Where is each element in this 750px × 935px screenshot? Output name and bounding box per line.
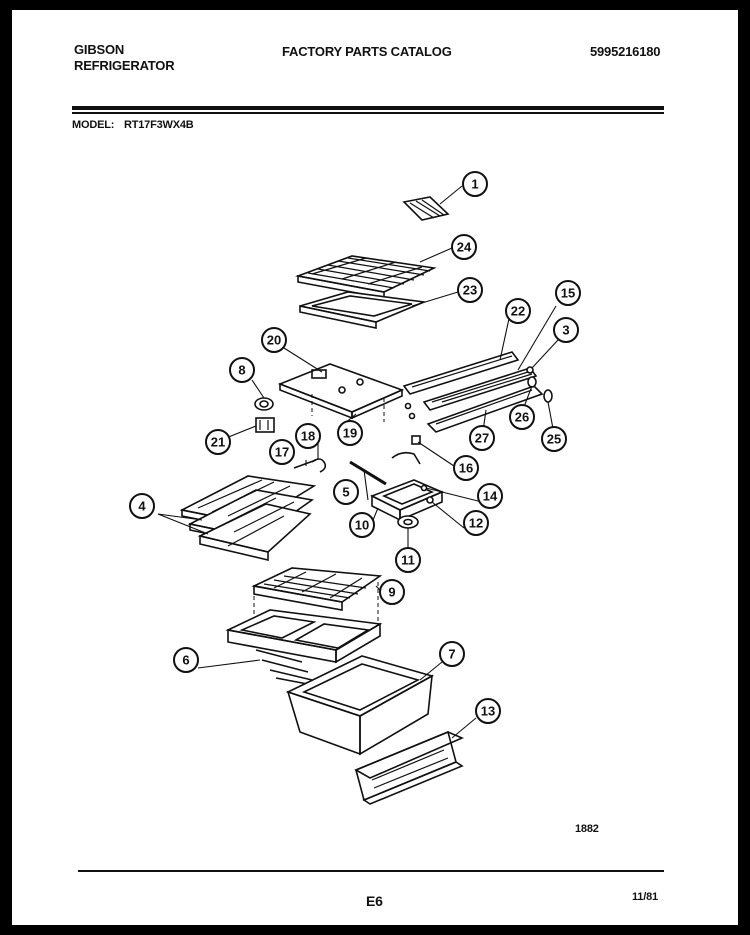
callout-15: 15 (555, 280, 581, 306)
callout-19: 19 (337, 420, 363, 446)
callout-22: 22 (505, 298, 531, 324)
part-6-crisper-frame (225, 609, 383, 687)
part-4-shelves (179, 475, 317, 562)
part-20-control-plate (277, 363, 405, 422)
callout-24: 24 (451, 234, 477, 260)
part-24-wire-shelf (295, 255, 437, 299)
callout-11: 11 (395, 547, 421, 573)
svg-text:22: 22 (511, 304, 525, 319)
svg-text:18: 18 (301, 429, 315, 444)
svg-text:17: 17 (275, 445, 289, 460)
svg-text:15: 15 (561, 286, 575, 301)
callout-12: 12 (463, 510, 489, 536)
page-code: E6 (366, 893, 383, 909)
svg-text:7: 7 (448, 647, 455, 662)
header-rule-thin (72, 112, 664, 114)
part-9-crisper-cover (251, 567, 383, 630)
screw-a (404, 402, 412, 410)
callout-26: 26 (509, 404, 535, 430)
svg-text:10: 10 (355, 518, 369, 533)
drawing-code: 1882 (575, 823, 599, 835)
part-23-shelf-frame (299, 291, 428, 329)
callout-27: 27 (469, 425, 495, 451)
catalog-number: 5995216180 (590, 44, 661, 59)
callout-6: 6 (173, 647, 199, 673)
svg-text:16: 16 (459, 461, 473, 476)
part-15-rail-clip (422, 367, 538, 411)
callout-3: 3 (553, 317, 579, 343)
callout-4: 4 (129, 493, 155, 519)
issue-date: 11/81 (632, 891, 658, 903)
callout-5: 5 (333, 479, 359, 505)
callout-23: 23 (457, 277, 483, 303)
part-26-socket (527, 376, 537, 388)
catalog-title: FACTORY PARTS CATALOG (282, 44, 452, 59)
svg-text:23: 23 (463, 283, 477, 298)
svg-text:27: 27 (475, 431, 489, 446)
part-14-screw (420, 484, 428, 492)
part-7-crisper-pan (285, 655, 435, 756)
callout-20: 20 (261, 327, 287, 353)
svg-text:8: 8 (238, 363, 245, 378)
part-13-crisper-front (354, 730, 465, 805)
model-label: MODEL: (72, 119, 115, 131)
header-rule-thick (72, 106, 664, 110)
part-16-control (391, 435, 421, 465)
svg-text:12: 12 (469, 516, 483, 531)
part-8-thermostat-knob (254, 397, 274, 411)
part-3-screw (526, 366, 534, 374)
callout-8: 8 (229, 357, 255, 383)
part-25-bulb (543, 389, 553, 403)
svg-text:11: 11 (401, 553, 415, 568)
catalog-sheet: GIBSON REFRIGERATOR FACTORY PARTS CATALO… (12, 10, 738, 925)
callout-21: 21 (205, 429, 231, 455)
callout-10: 10 (349, 512, 375, 538)
product-name: REFRIGERATOR (74, 58, 175, 73)
part-11-grommet (397, 515, 419, 529)
callout-25: 25 (541, 426, 567, 452)
part-1-vent-grille (402, 196, 450, 221)
svg-text:24: 24 (457, 240, 472, 255)
callout-18: 18 (295, 423, 321, 449)
part-12-screw (426, 496, 434, 504)
svg-text:4: 4 (138, 499, 146, 514)
callout-9: 9 (379, 579, 405, 605)
svg-text:14: 14 (483, 489, 498, 504)
svg-text:6: 6 (182, 653, 189, 668)
svg-text:13: 13 (481, 704, 495, 719)
footer-rule (78, 870, 664, 872)
part-17-bracket (293, 459, 317, 469)
part-5-rod (349, 460, 387, 486)
svg-text:19: 19 (343, 426, 357, 441)
callout-7: 7 (439, 641, 465, 667)
part-27-light-shield (426, 385, 544, 433)
svg-text:1: 1 (471, 177, 478, 192)
svg-text:9: 9 (388, 585, 395, 600)
svg-text:3: 3 (562, 323, 569, 338)
callout-16: 16 (453, 455, 479, 481)
exploded-parts-diagram: 1 24 23 22 15 3 20 8 19 21 18 17 16 26 2… (129, 171, 581, 805)
svg-text:25: 25 (547, 432, 561, 447)
callout-14: 14 (477, 483, 503, 509)
screw-b (408, 412, 416, 420)
callout-1: 1 (462, 171, 488, 197)
callout-17: 17 (269, 439, 295, 465)
part-21-thermostat (255, 417, 275, 433)
model-number: RT17F3WX4B (124, 119, 194, 131)
svg-text:21: 21 (211, 435, 225, 450)
callout-13: 13 (475, 698, 501, 724)
brand-name: GIBSON (74, 42, 125, 57)
svg-text:20: 20 (267, 333, 281, 348)
svg-text:26: 26 (515, 410, 529, 425)
part-22-light-rail (402, 351, 520, 395)
part-18-clip (311, 458, 327, 473)
svg-text:5: 5 (342, 485, 349, 500)
